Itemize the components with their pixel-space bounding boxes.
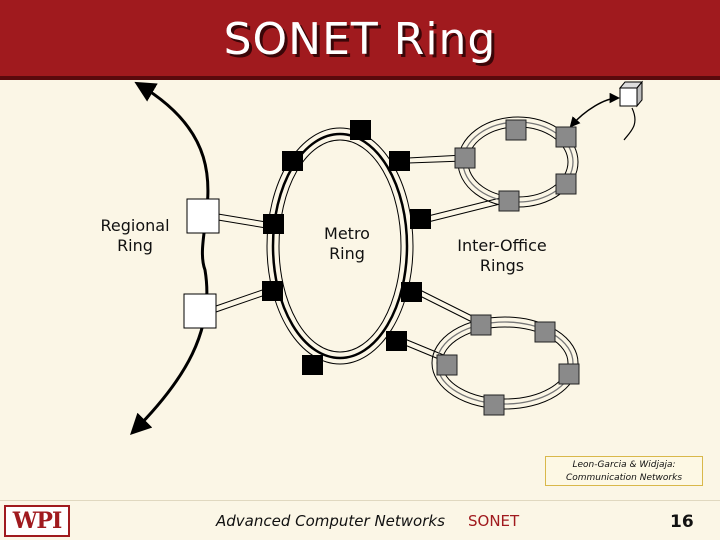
interoffice-lower-nodes <box>436 314 580 416</box>
metro-nodes <box>262 120 431 375</box>
course-name: Advanced Computer Networks <box>216 512 445 530</box>
citation-box: Leon-Garcia & Widjaja: Communication Net… <box>545 456 703 486</box>
regional-nodes <box>183 198 220 329</box>
citation-line-1: Leon-Garcia & Widjaja: <box>572 460 676 470</box>
interoffice-rings-label: Inter-Office Rings <box>457 236 547 275</box>
title-bar: SONET Ring <box>0 0 720 80</box>
computer-return-arrow <box>623 107 636 141</box>
metro-ring <box>266 127 414 365</box>
title-bar-rule <box>0 76 720 80</box>
interoffice-upper-nodes <box>454 119 577 212</box>
regional-ring-arc <box>130 81 210 435</box>
wpi-logo: WPI <box>4 505 70 537</box>
page-title: SONET Ring <box>223 14 497 65</box>
citation-line-2: Communication Networks <box>565 473 683 483</box>
regional-metro-links <box>215 213 272 313</box>
upper-ring-link-arrow <box>569 92 621 128</box>
computer-icon <box>618 80 644 108</box>
regional-ring-label: Regional Ring <box>100 216 170 255</box>
footer-divider <box>0 500 720 501</box>
section-name: SONET <box>468 512 520 530</box>
metro-ring-label: Metro Ring <box>324 224 370 263</box>
page-number: 16 <box>670 512 694 532</box>
